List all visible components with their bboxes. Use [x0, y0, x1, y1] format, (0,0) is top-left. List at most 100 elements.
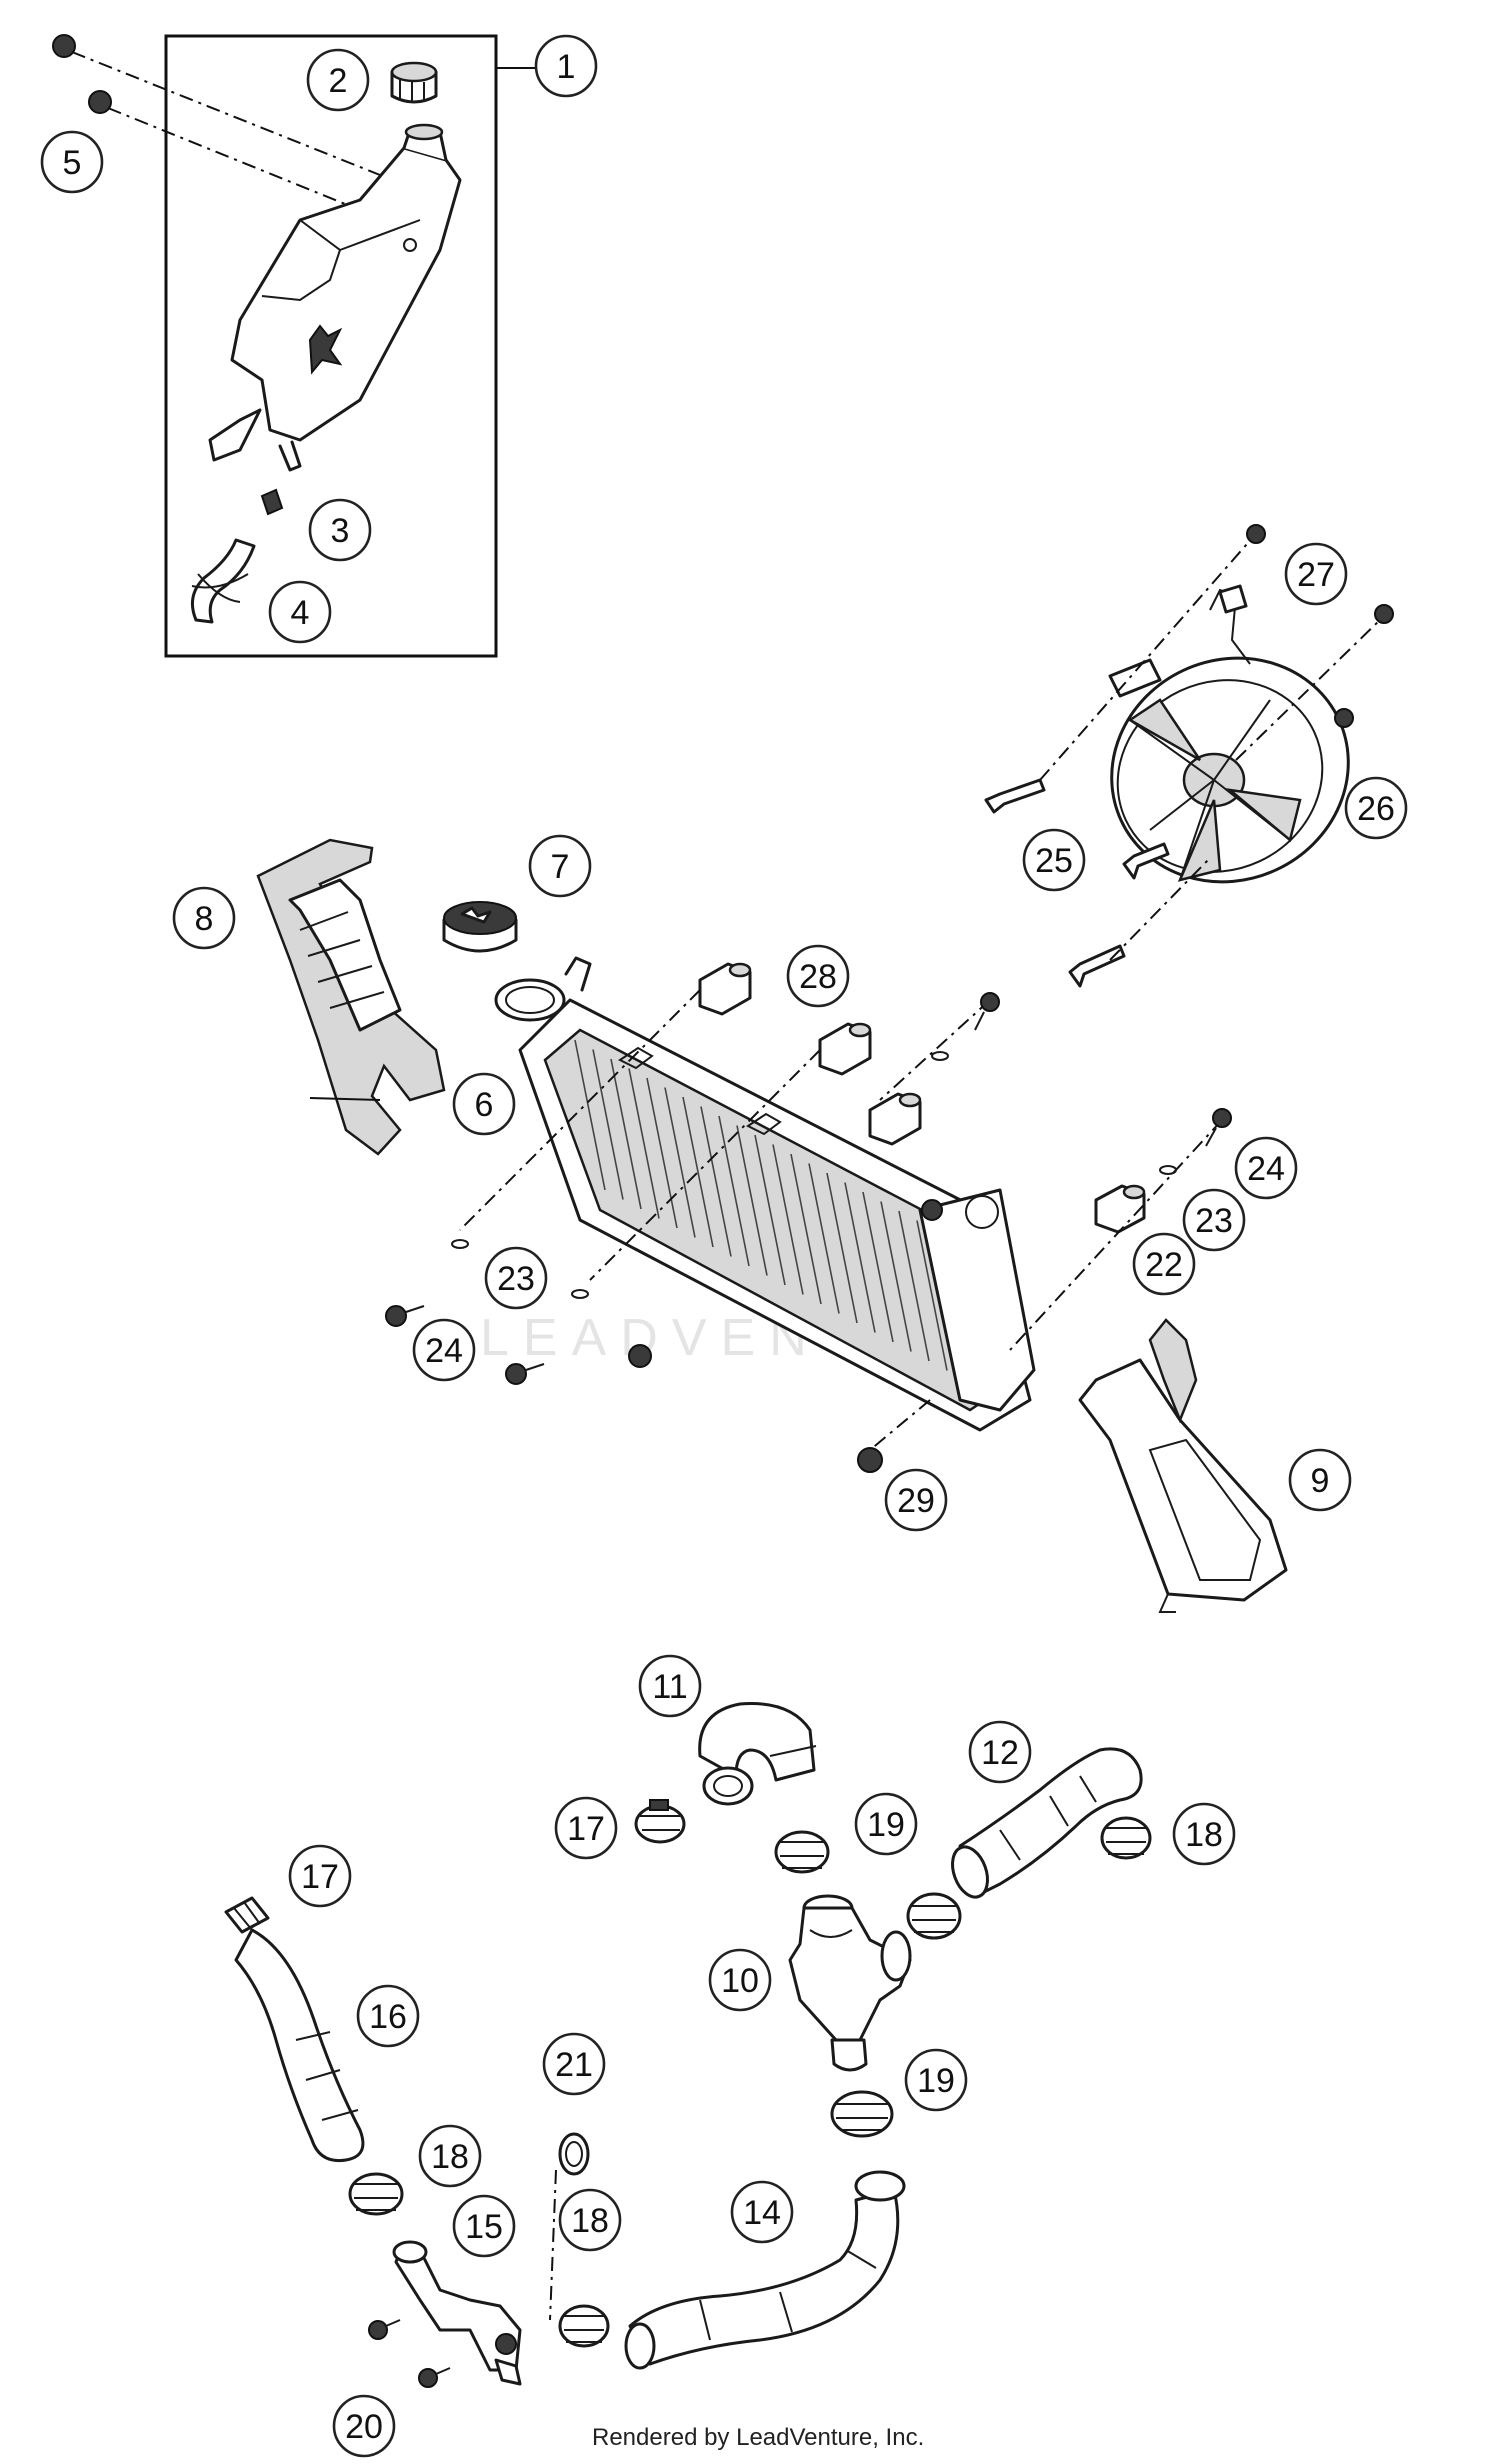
fan-screw-1 — [984, 778, 1046, 814]
render-credit: Rendered by LeadVenture, Inc. — [592, 2424, 925, 2451]
callout-5: 5 — [40, 130, 104, 194]
callout-circle — [40, 130, 104, 194]
callout-6: 6 — [452, 1072, 516, 1136]
callout-circle — [1344, 776, 1408, 840]
callout-number: 21 — [555, 2046, 593, 2084]
rubber-mount-1 — [698, 962, 752, 1016]
hose-clamp-17-left — [224, 1896, 270, 1934]
hose-clamp-19-upper — [774, 1830, 830, 1874]
callout-circle — [452, 1072, 516, 1136]
callout-9: 9 — [1288, 1448, 1352, 1512]
callout-number: 16 — [369, 1998, 407, 2036]
callout-circle — [1172, 1802, 1236, 1866]
callout-number: 7 — [551, 848, 570, 886]
callout-18: 18 — [418, 2124, 482, 2188]
callout-16: 16 — [356, 1984, 420, 2048]
callout-22: 22 — [1132, 1232, 1196, 1296]
radiator-fin — [844, 1182, 876, 1333]
expansion-tank-group-box — [164, 34, 498, 658]
callout-circle — [558, 2188, 622, 2252]
radiator-shroud-right — [1078, 1318, 1288, 1613]
radiator-fin — [664, 1087, 696, 1238]
callout-8: 8 — [172, 886, 236, 950]
callout-circle — [528, 834, 592, 898]
callout-circle — [1132, 1232, 1196, 1296]
callout-11: 11 — [638, 1654, 702, 1718]
callout-circle — [730, 2180, 794, 2244]
callout-number: 22 — [1145, 1246, 1183, 1284]
radiator-fin — [718, 1115, 750, 1267]
callout-circle — [786, 944, 850, 1008]
radiator-fin — [574, 1039, 606, 1191]
overflow-hose — [190, 538, 256, 624]
callout-number: 23 — [497, 1260, 535, 1298]
expansion-tank-cap — [390, 61, 438, 104]
elbow-bolt-1 — [368, 2319, 401, 2340]
hose-clamp-17-upper — [634, 1799, 686, 1844]
tank-screw-lower — [88, 90, 361, 211]
hose-thermostat-upper — [951, 1747, 1143, 1899]
callout-number: 1 — [557, 48, 576, 86]
radiator-fin — [880, 1201, 912, 1352]
radiator-fin — [610, 1058, 642, 1210]
radiator-fin — [700, 1106, 732, 1257]
callout-circle — [638, 1654, 702, 1718]
callout-23: 23 — [1182, 1188, 1246, 1252]
callout-number: 2 — [329, 62, 348, 100]
callout-17: 17 — [288, 1844, 352, 1908]
radiator-fin — [808, 1163, 840, 1314]
callout-number: 24 — [425, 1332, 463, 1370]
callout-circle — [332, 2394, 396, 2458]
callout-circle — [418, 2124, 482, 2188]
callout-15: 15 — [452, 2194, 516, 2258]
radiator-shroud-left — [256, 838, 446, 1156]
washer-left-2 — [571, 1289, 589, 1299]
callout-number: 14 — [743, 2194, 781, 2232]
radiator-fin — [862, 1191, 894, 1343]
callout-circle — [306, 48, 370, 112]
cooling-fan — [1108, 584, 1350, 884]
callout-12: 12 — [968, 1720, 1032, 1784]
radiator-fin — [592, 1049, 624, 1200]
bolt-upper-right — [974, 992, 1000, 1031]
callout-number: 18 — [431, 2138, 469, 2176]
radiator-fin — [898, 1210, 930, 1362]
callout-14: 14 — [730, 2180, 794, 2244]
callout-number: 12 — [981, 1734, 1019, 1772]
nut-lower-middle — [628, 1344, 652, 1368]
callout-number: 27 — [1297, 556, 1335, 594]
callout-number: 25 — [1035, 842, 1073, 880]
callout-number: 19 — [917, 2062, 955, 2100]
radiator-fin — [646, 1077, 678, 1229]
callout-circle — [1022, 828, 1086, 892]
rubber-mount-3 — [868, 1092, 922, 1146]
callout-circle — [1284, 542, 1348, 606]
callout-18: 18 — [1172, 1802, 1236, 1866]
callout-number: 29 — [897, 1482, 935, 1520]
callout-circle — [452, 2194, 516, 2258]
callout-number: 5 — [63, 144, 82, 182]
callout-number: 17 — [301, 1858, 339, 1896]
callout-24: 24 — [412, 1318, 476, 1382]
hose-clamp-18-left — [348, 2172, 404, 2216]
callout-circle — [904, 2048, 968, 2112]
callout-7: 7 — [528, 834, 592, 898]
callout-circle — [308, 498, 372, 562]
callout-circle — [968, 1720, 1032, 1784]
washer-upper-right — [931, 1051, 949, 1061]
callout-number: 23 — [1195, 1202, 1233, 1240]
hose-clamp-18-lower — [558, 2304, 610, 2348]
callout-circle — [554, 1796, 618, 1860]
rubber-mount-2 — [818, 1022, 872, 1076]
callout-circle — [484, 1246, 548, 1310]
callout-circle — [1182, 1188, 1246, 1252]
callout-circle — [854, 1792, 918, 1856]
callout-1: 1 — [534, 34, 598, 98]
callout-3: 3 — [308, 498, 372, 562]
bolt-left-1 — [385, 1305, 425, 1327]
callout-29: 29 — [884, 1468, 948, 1532]
callout-number: 18 — [571, 2202, 609, 2240]
callout-number: 15 — [465, 2208, 503, 2246]
fan-nut-upper — [1246, 524, 1266, 544]
radiator — [494, 956, 1036, 1432]
